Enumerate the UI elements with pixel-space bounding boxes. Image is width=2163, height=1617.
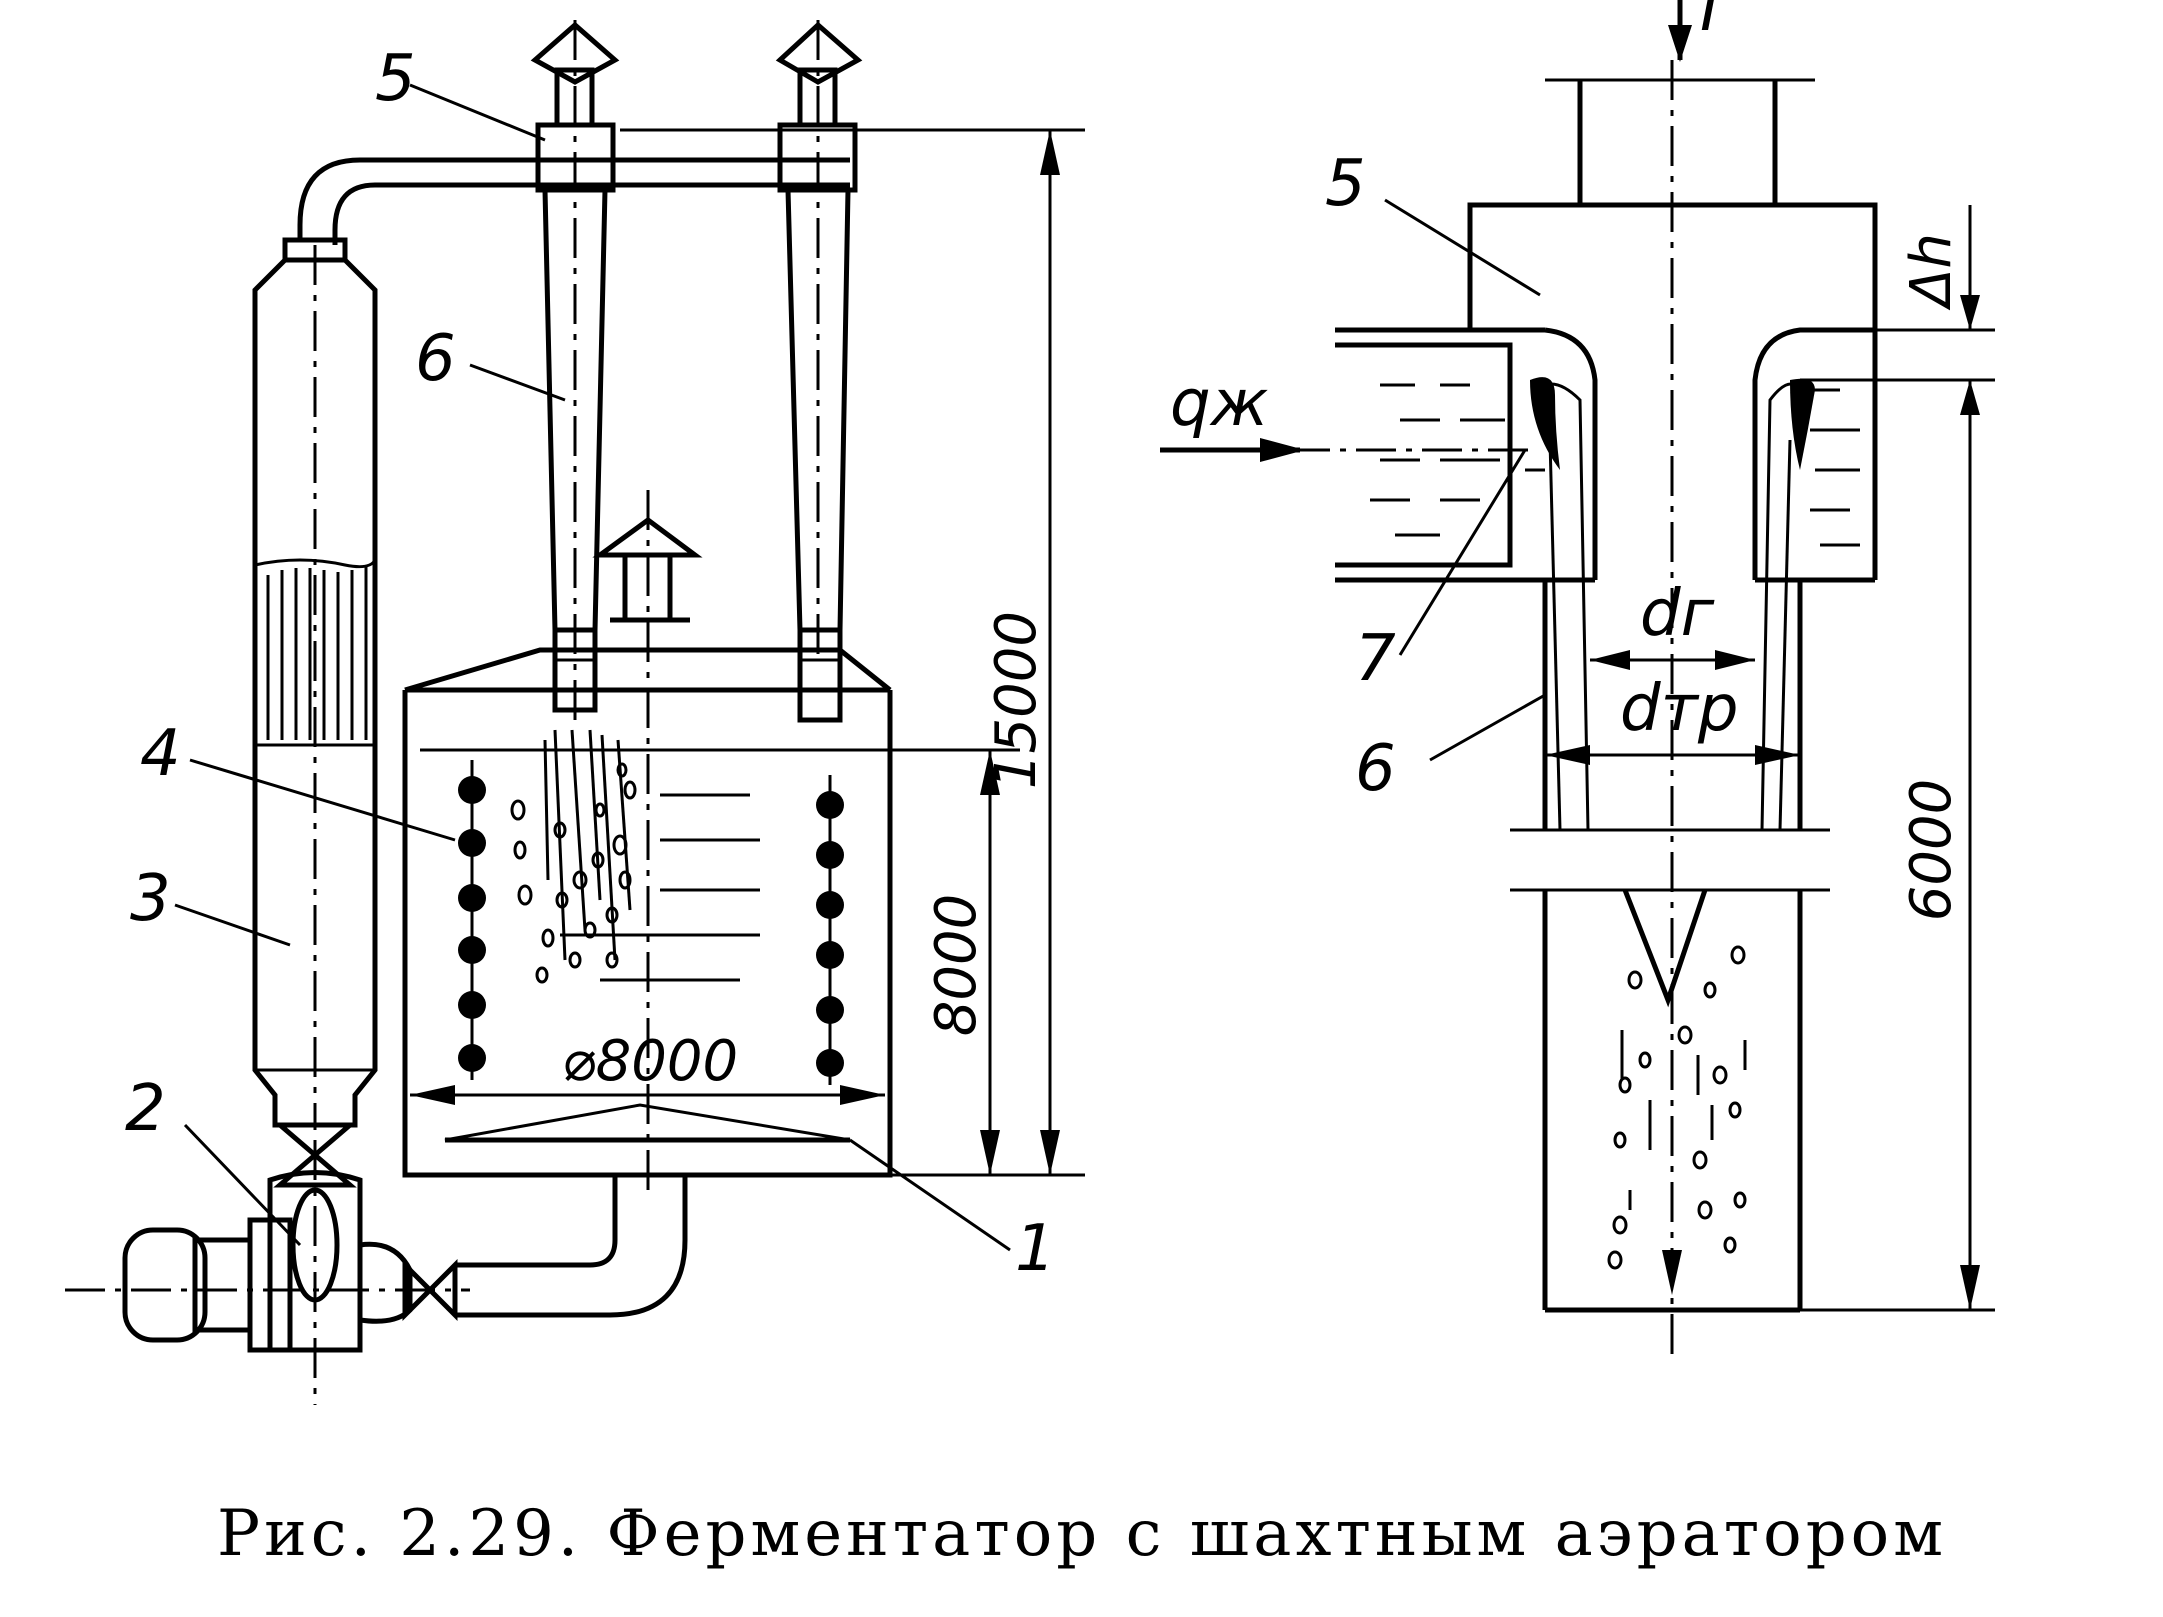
label-3: 3 (130, 862, 171, 936)
gas-inlet-pipe: Г (1545, 0, 1815, 205)
heat-exchange-coils (458, 760, 844, 1085)
pump-unit (65, 1122, 470, 1405)
liquid-inlet-box: qж (1160, 327, 1878, 583)
return-pipe (455, 1175, 688, 1318)
left-leaders (174, 83, 1011, 1252)
shaft-tube (1510, 60, 1830, 1360)
dimension-diameters: dг dтр (1545, 577, 1800, 765)
left-view: 15000 8000 ⌀8000 5 6 4 3 (65, 20, 1085, 1405)
label-7: 7 (1355, 622, 1396, 696)
right-view: Г (1160, 0, 1995, 1360)
d-tr-label: dтр (1620, 672, 1739, 746)
label-4: 4 (140, 717, 181, 791)
heat-exchanger-column (252, 237, 378, 1130)
shaft-bubbles (1607, 945, 1747, 1270)
shaft-aerator-left (530, 20, 620, 720)
fermenter-tank (402, 490, 940, 1200)
shaft-height-label: 6000 (1899, 779, 1964, 922)
label-6-left: 6 (415, 322, 456, 396)
d-g-label: dг (1640, 577, 1715, 651)
diameter-label: ⌀8000 (562, 1029, 738, 1094)
shaft-aerator-right (775, 20, 863, 723)
supply-pipe (297, 157, 850, 245)
dimension-liquid-height: 8000 (890, 748, 1020, 1175)
dimension-total-height: 15000 (620, 128, 1085, 1177)
liquid-height-label: 8000 (924, 894, 989, 1037)
label-2: 2 (125, 1072, 166, 1146)
liquid-flow-label: qж (1170, 367, 1269, 441)
dimension-diameter: ⌀8000 (410, 1029, 885, 1105)
gas-flow-label: Г (1700, 0, 1740, 46)
label-5-right: 5 (1325, 147, 1366, 221)
figure-caption: Рис. 2.29. Ферментатор с шахтным аэратор… (217, 1497, 1947, 1571)
right-leaders (1384, 198, 1546, 762)
total-height-label: 15000 (984, 611, 1049, 789)
label-6-right: 6 (1355, 732, 1396, 806)
label-1: 1 (1015, 1212, 1056, 1286)
dimension-heights: Δh 6000 (1800, 205, 1995, 1312)
label-5-left: 5 (375, 42, 416, 116)
gas-bubbles (510, 729, 637, 984)
delta-h-label: Δh (1899, 233, 1964, 311)
